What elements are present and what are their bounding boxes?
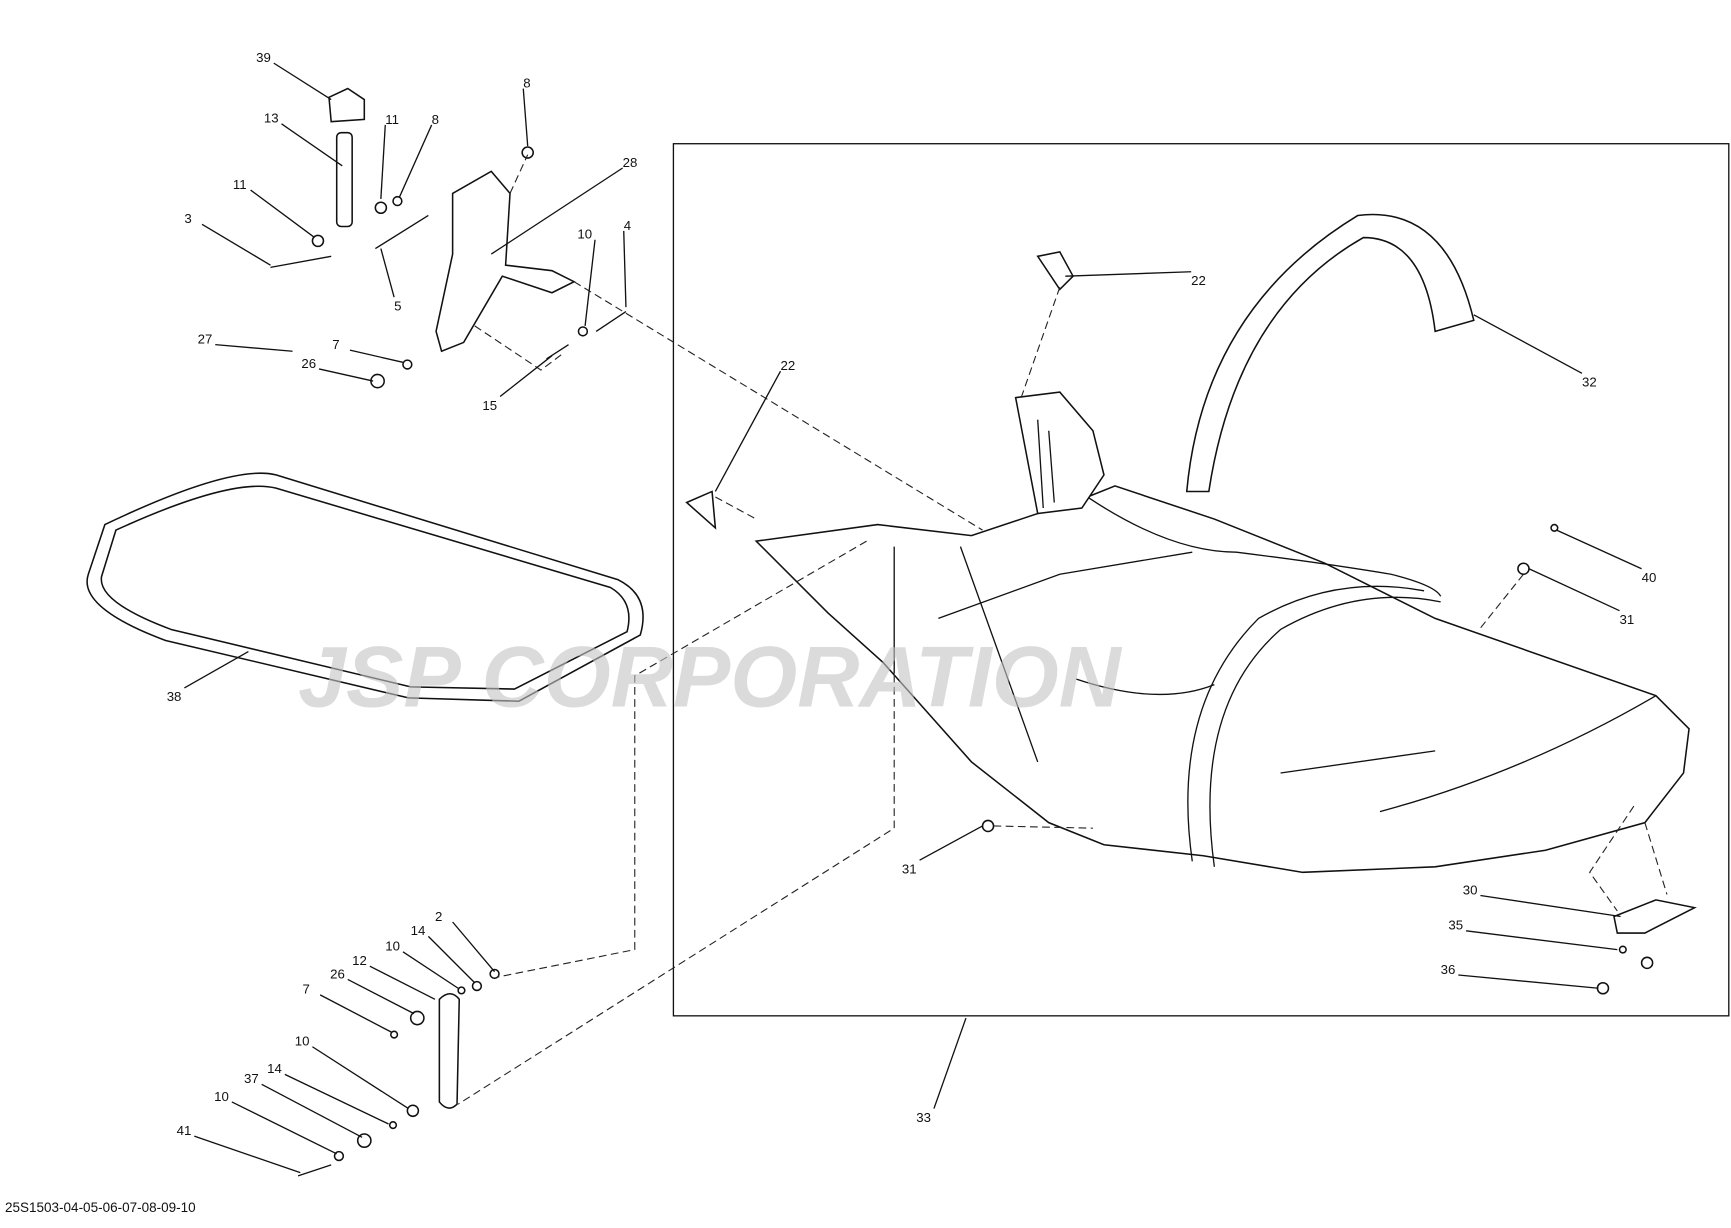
callout-4: 4: [624, 218, 631, 233]
callout-26: 26: [301, 356, 316, 371]
callout-leader: [919, 825, 983, 861]
callout-leader: [347, 978, 415, 1015]
callout-leader: [1473, 314, 1583, 374]
callout-33: 33: [916, 1110, 931, 1125]
assembly-lines: [457, 154, 1668, 1105]
callout-leader: [380, 248, 395, 298]
callout-22: 22: [1191, 273, 1206, 288]
callout-10: 10: [295, 1034, 310, 1049]
callout-leader: [215, 343, 293, 352]
callout-38: 38: [167, 689, 182, 704]
callout-36: 36: [1441, 962, 1456, 977]
callout-leader: [522, 88, 529, 146]
callout-15: 15: [482, 398, 497, 413]
callout-leader: [623, 230, 627, 308]
callout-leader: [1528, 568, 1620, 612]
seat-gasket: [86, 472, 644, 702]
callout-leader: [184, 650, 249, 689]
callout-leader: [273, 62, 332, 101]
callout-3: 3: [184, 211, 191, 226]
callout-leader: [933, 1017, 967, 1109]
callout-leader: [490, 167, 623, 255]
callout-leader: [194, 1135, 301, 1174]
callout-31: 31: [1620, 612, 1635, 627]
callout-leader: [312, 1046, 409, 1110]
watermark: JSP CORPORATION: [298, 630, 1123, 726]
hardware: [270, 146, 1654, 1177]
callout-leader: [714, 370, 782, 492]
callout-leader: [284, 1073, 389, 1125]
callout-leader: [427, 935, 476, 984]
callout-41: 41: [177, 1123, 192, 1138]
callout-leader: [349, 349, 404, 363]
callout-37: 37: [244, 1071, 259, 1086]
callout-leader: [452, 921, 496, 973]
callout-8: 8: [523, 75, 530, 90]
callout-22: 22: [780, 358, 795, 373]
callout-39: 39: [256, 50, 271, 65]
seat: [754, 391, 1690, 874]
callout-leader: [250, 189, 316, 239]
callout-14: 14: [267, 1061, 282, 1076]
callout-leader: [1065, 271, 1192, 277]
reference-code: 25S1503-04-05-06-07-08-09-10: [5, 1200, 196, 1215]
callout-leader: [1465, 930, 1618, 951]
callout-leader: [319, 994, 393, 1033]
callout-5: 5: [394, 298, 401, 313]
callout-11: 11: [385, 112, 399, 127]
callout-leader: [369, 965, 436, 1000]
callout-28: 28: [623, 155, 638, 170]
callout-leader: [201, 223, 271, 266]
callout-26: 26: [330, 966, 345, 981]
callout-13: 13: [264, 111, 279, 126]
callout-leader: [584, 239, 596, 326]
callout-leader: [231, 1101, 337, 1155]
callout-10: 10: [214, 1089, 229, 1104]
seat-assembly-box: [672, 143, 1730, 1017]
callout-7: 7: [332, 337, 339, 352]
callout-leader: [402, 951, 459, 989]
callout-10: 10: [385, 939, 400, 954]
callout-27: 27: [198, 332, 213, 347]
callout-7: 7: [302, 982, 309, 997]
link-arm: [438, 992, 461, 1109]
callout-leader: [380, 124, 386, 199]
seat-bracket: [435, 170, 576, 353]
callout-10: 10: [577, 227, 592, 242]
callout-12: 12: [352, 953, 367, 968]
callout-11: 11: [233, 177, 247, 192]
callout-leader: [399, 124, 433, 197]
callout-leader: [261, 1083, 363, 1138]
callout-31: 31: [902, 861, 917, 876]
damper: [328, 87, 366, 228]
callout-2: 2: [435, 909, 442, 924]
callout-32: 32: [1582, 375, 1597, 390]
latch: [1613, 899, 1697, 934]
callout-leader: [318, 368, 374, 382]
callout-14: 14: [411, 923, 426, 938]
callout-leader: [1458, 974, 1599, 989]
seat-strap: [1185, 213, 1475, 493]
callout-40: 40: [1642, 570, 1657, 585]
callout-30: 30: [1463, 882, 1478, 897]
callout-leader: [1556, 529, 1642, 570]
callout-35: 35: [1448, 918, 1463, 933]
callout-leader: [281, 123, 343, 167]
callout-8: 8: [432, 112, 439, 127]
callout-leader: [499, 355, 553, 398]
callout-leader: [1480, 894, 1621, 918]
